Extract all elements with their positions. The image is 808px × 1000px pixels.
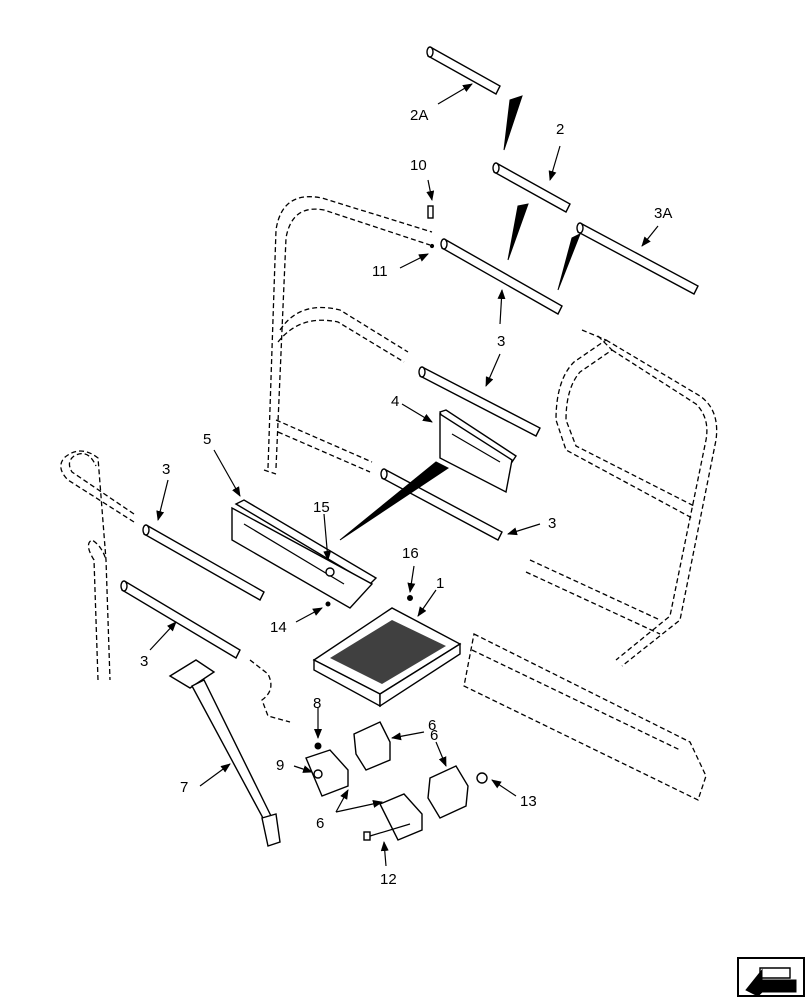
rod-2a (426, 46, 501, 95)
nut-13 (476, 772, 488, 784)
rod-2 (492, 162, 571, 213)
rod-3-left-lower (120, 580, 241, 659)
screw-16 (407, 595, 413, 601)
callout-3-lower: 3 (140, 653, 148, 670)
callout-2a: 2A (410, 107, 428, 124)
callout-4: 4 (391, 393, 399, 410)
callout-13: 13 (520, 793, 537, 810)
callout-12: 12 (380, 871, 397, 888)
callout-9: 9 (276, 757, 284, 774)
orientation-arrow-icon (737, 957, 805, 997)
pointer-2a (503, 95, 523, 151)
callout-3-right: 3 (548, 515, 556, 532)
bracket-6-left-upper (305, 749, 349, 797)
bracket-6-top (353, 721, 391, 771)
callout-15: 15 (313, 499, 330, 516)
washer-11 (429, 243, 435, 249)
left-frame-dashed (263, 196, 433, 475)
bolt-8 (314, 742, 322, 750)
bolt-14 (325, 601, 331, 607)
callout-6-top: 6 (428, 717, 436, 734)
pointer-4 (339, 461, 449, 541)
callout-arrows (149, 83, 659, 867)
callout-16: 16 (402, 545, 419, 562)
callout-3a: 3A (654, 205, 672, 222)
rod-3-left-upper (142, 524, 265, 601)
pointer-3a (557, 232, 581, 291)
pointer-3-upper (507, 203, 529, 261)
rod-3-middle (418, 366, 541, 437)
step-tread-1 (312, 607, 462, 708)
bracket-4 (439, 409, 517, 494)
callout-2: 2 (556, 121, 564, 138)
callout-5: 5 (203, 431, 211, 448)
rod-3-upper (440, 238, 563, 315)
callout-7: 7 (180, 779, 188, 796)
rod-3a (576, 222, 699, 295)
washer-9 (313, 769, 323, 779)
pin-10 (427, 205, 434, 219)
callout-10: 10 (410, 157, 427, 174)
callout-labels: 2A 2 3A 10 11 3 4 5 3 3 15 16 1 14 3 8 6… (140, 107, 672, 888)
left-handrail-dashed (60, 450, 291, 723)
brace-7 (168, 659, 281, 847)
callout-1: 1 (436, 575, 444, 592)
nut-15 (325, 567, 335, 577)
callout-3-left: 3 (162, 461, 170, 478)
callout-8: 8 (313, 695, 321, 712)
bracket-6-left-lower (379, 793, 423, 841)
bolt-12 (363, 823, 411, 841)
bottom-rail-dashed (463, 633, 707, 801)
callout-6-right: 6 (430, 727, 438, 744)
callout-11: 11 (372, 263, 388, 280)
callout-14: 14 (270, 619, 287, 636)
bracket-6-right (427, 765, 469, 819)
callout-3-upper: 3 (497, 333, 505, 350)
callout-6-left: 6 (316, 815, 324, 832)
right-frame-dashed (525, 329, 718, 667)
